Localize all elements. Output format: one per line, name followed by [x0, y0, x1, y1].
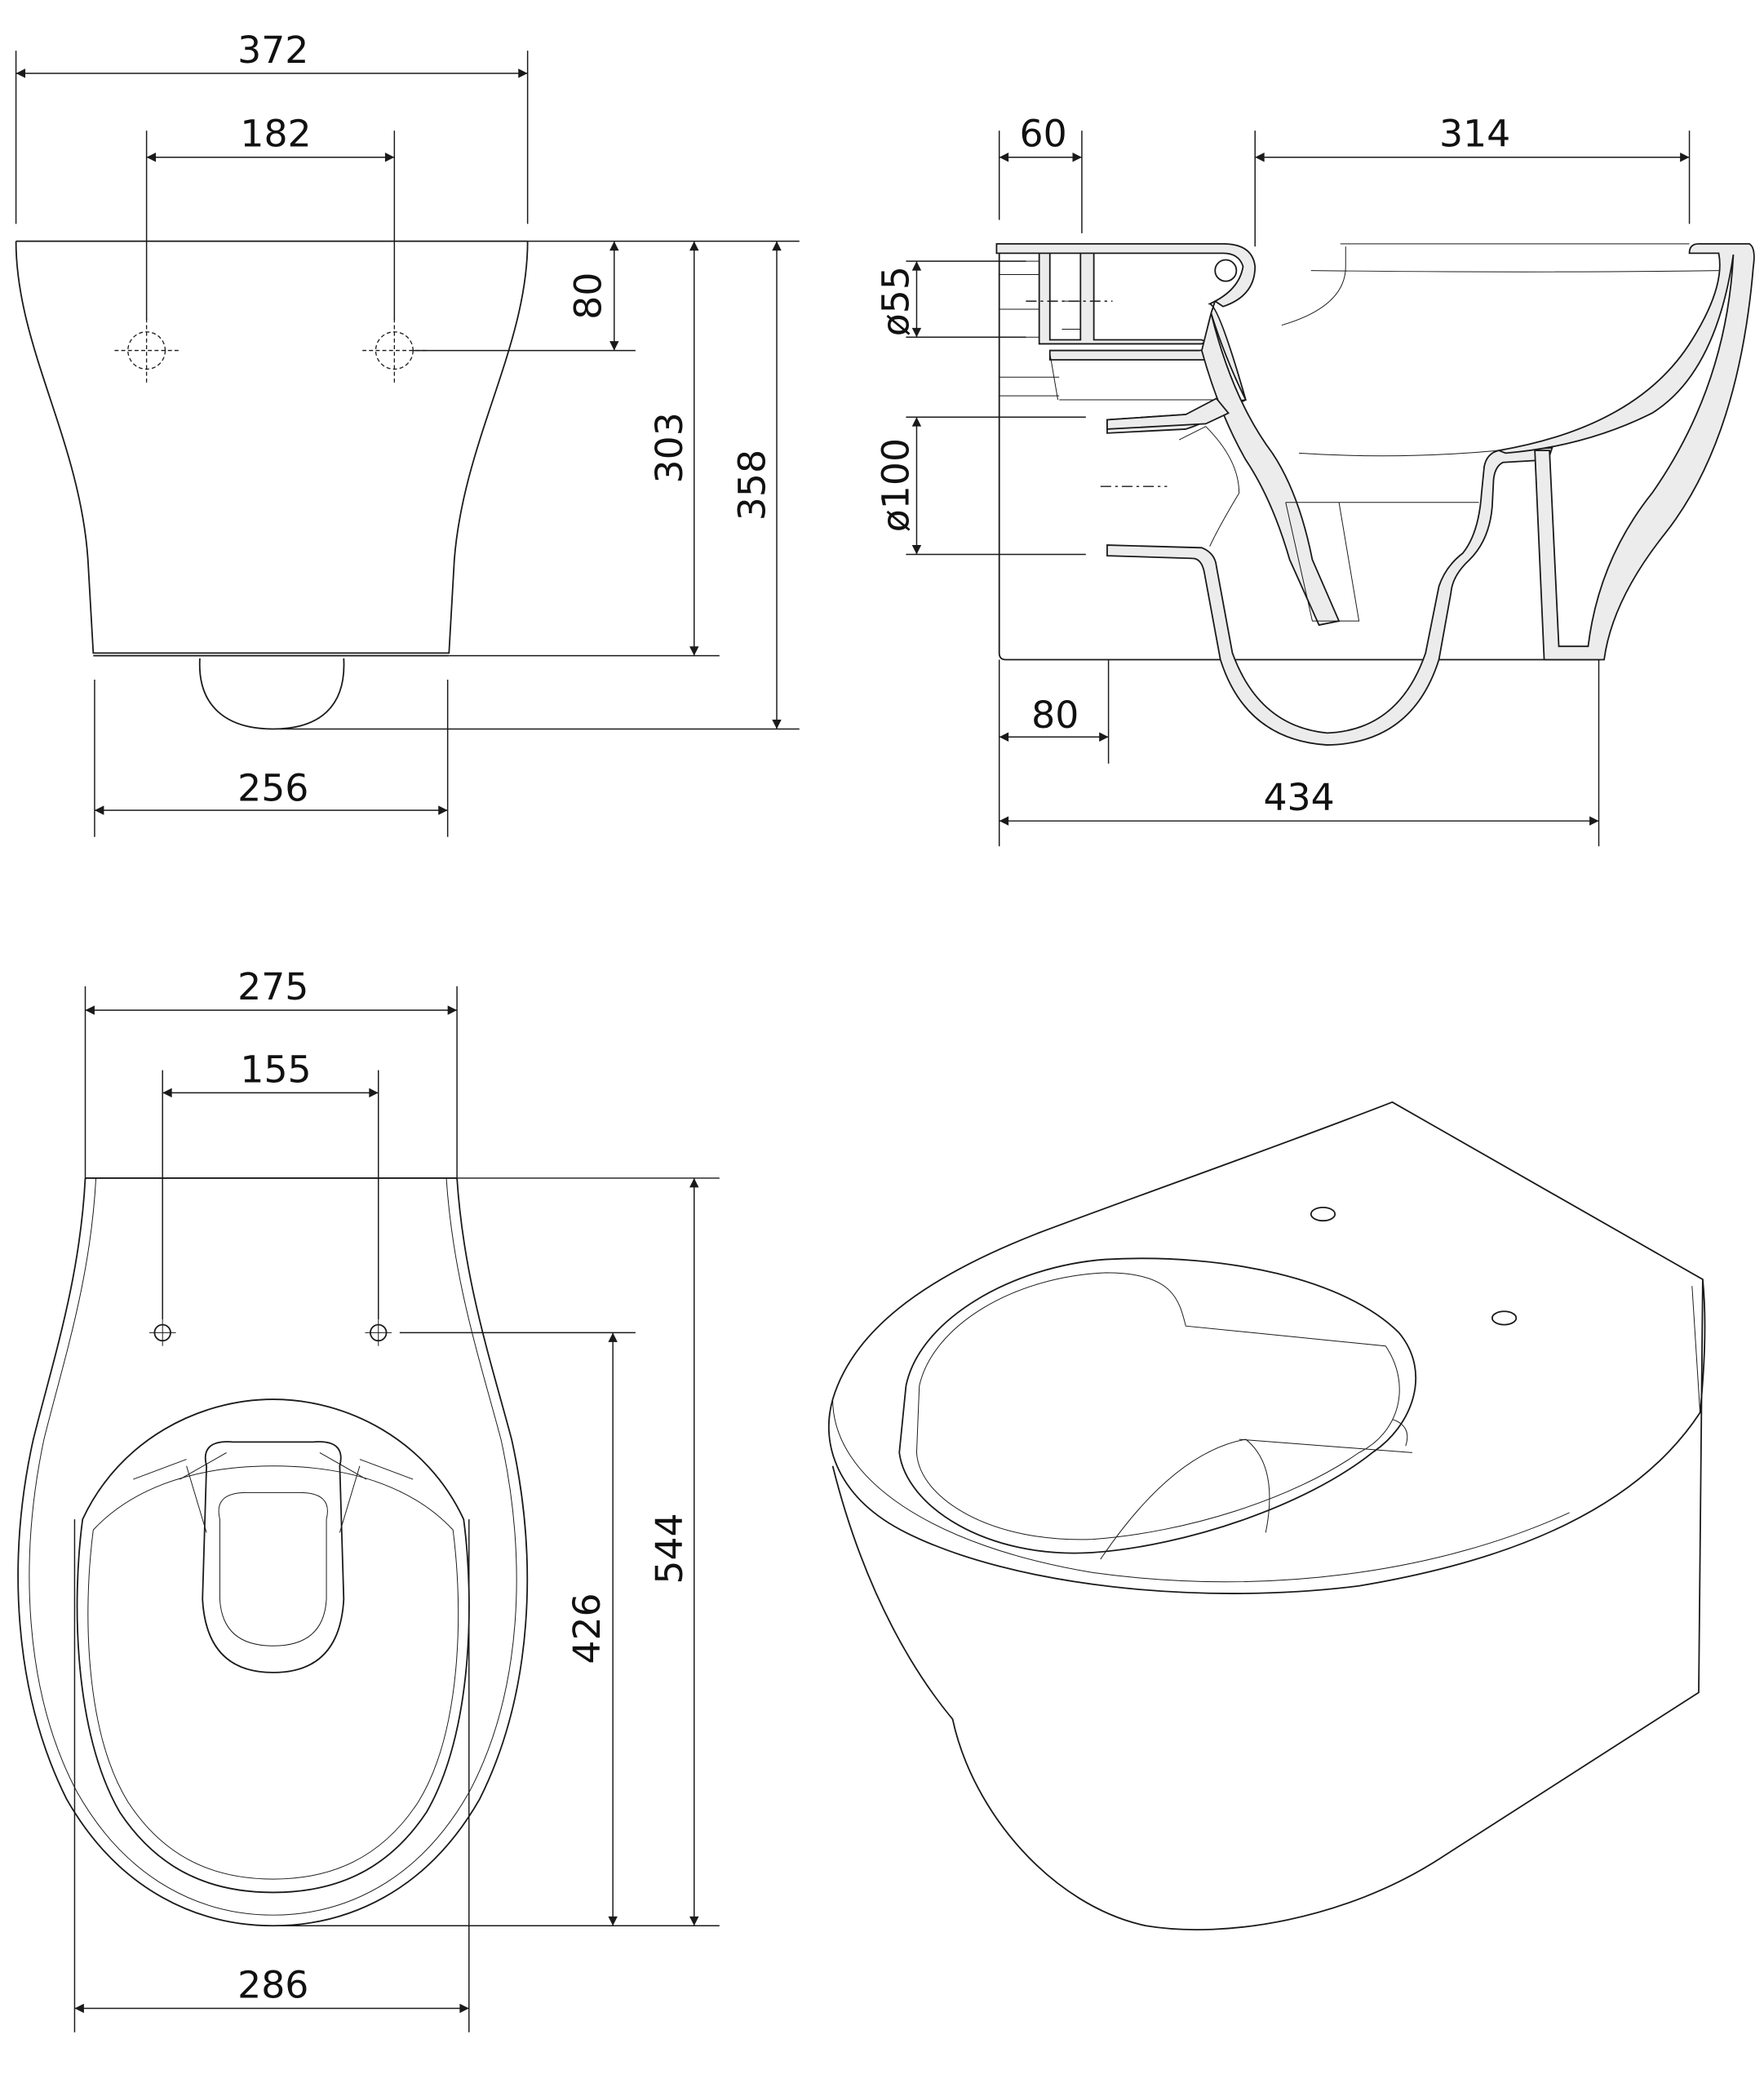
bowl-well	[202, 1441, 345, 1673]
dim-label-overall-depth: 434	[1263, 776, 1334, 819]
iso-mount-hole-1	[1310, 1206, 1336, 1222]
dim-label-top-overall-width: 275	[237, 965, 308, 1008]
front-view: 372 182 80 303 358 256	[15, 29, 800, 837]
dim-label-top-mount-spacing: 155	[240, 1048, 311, 1091]
section-inlet-shell	[995, 243, 1257, 434]
iso-body-outline	[831, 1279, 1704, 1930]
iso-rim-outline	[827, 1101, 1706, 1594]
dim-label-mount-height: 80	[566, 273, 609, 320]
top-view: 275 155 426 544 286	[17, 965, 720, 2032]
mount-hole-left-top	[148, 1319, 176, 1346]
section-bowl-front-wall	[1496, 243, 1755, 661]
side-section-view: 60 314 ø55 ø100 80 434	[875, 113, 1755, 847]
dim-label-seat-width: 286	[237, 1963, 308, 2006]
dim-label-body-height: 303	[648, 412, 691, 483]
iso-bowl-opening	[898, 1257, 1417, 1554]
mount-hole-left	[114, 318, 179, 383]
mount-hole-right-top	[365, 1319, 392, 1346]
dim-label-inlet-diameter: ø55	[875, 266, 918, 336]
dim-label-overall-width: 372	[237, 29, 308, 72]
dim-label-outlet-diameter: ø100	[875, 438, 918, 532]
front-body-outline	[15, 240, 529, 654]
top-body-outline	[17, 1177, 529, 1927]
iso-mount-hole-2	[1491, 1310, 1518, 1326]
flush-channel	[1214, 259, 1238, 282]
section-trap-wall	[1200, 312, 1341, 627]
seat-opening	[76, 1398, 470, 1894]
dim-label-rim-length: 314	[1439, 113, 1510, 156]
dim-label-bottom-width: 256	[237, 767, 308, 810]
dim-label-overall-length: 544	[648, 1513, 691, 1584]
dim-label-hole-to-front: 426	[565, 1593, 609, 1664]
dim-label-inlet-offset: 60	[1019, 113, 1066, 156]
section-outlet-trap	[1106, 397, 1553, 746]
dim-label-outlet-offset: 80	[1031, 694, 1079, 737]
dim-label-mount-spacing: 182	[240, 113, 311, 156]
section-inlet-chamber-wall	[1038, 252, 1218, 361]
front-outlet-bulge	[198, 658, 345, 730]
isometric-view	[827, 1101, 1706, 1930]
dim-label-total-height: 358	[730, 450, 773, 521]
